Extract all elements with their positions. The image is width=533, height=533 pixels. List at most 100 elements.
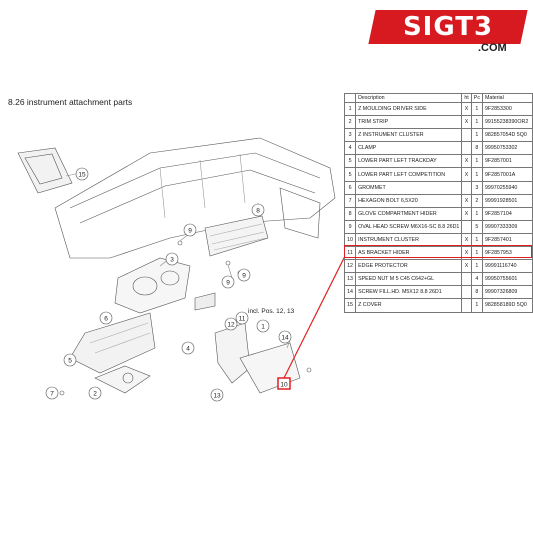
- row-ht: X: [461, 115, 472, 130]
- row-number: 8: [343, 206, 357, 221]
- dashboard-outline: [54, 137, 336, 259]
- row-ht: X: [461, 259, 472, 274]
- row-description: Z MOULDING DRIVER SIDE: [355, 101, 463, 117]
- callout-12: 12: [227, 322, 235, 329]
- row-number: 5: [343, 154, 357, 169]
- row-number: 13: [343, 272, 357, 287]
- row-number: 9: [343, 219, 357, 234]
- row-pc: 1: [470, 246, 483, 261]
- row-ht: [461, 298, 472, 313]
- callout-15: 15: [78, 172, 86, 179]
- callout-9c: 9: [242, 273, 246, 280]
- callout-2: 2: [93, 391, 97, 398]
- row-ht: [461, 141, 472, 156]
- row-ht: [461, 272, 472, 287]
- row-ht: X: [461, 193, 472, 208]
- row-number: 14: [343, 285, 357, 300]
- parts-table: Description ht Pc Material 1 Z MOULDING D…: [343, 93, 533, 313]
- row-description: SPEED NUT M 5 C45 C642+GL: [355, 272, 463, 287]
- row-ht: X: [461, 101, 472, 117]
- row-ht: X: [461, 206, 472, 221]
- header-ht: ht: [461, 93, 472, 103]
- part-2-trim-strip: [94, 365, 151, 394]
- row-pc: 8: [470, 141, 483, 156]
- row-pc: 1: [470, 128, 483, 143]
- row-material: 99991928501: [481, 193, 533, 208]
- row-material: 99155238390OR2: [481, 115, 533, 130]
- row-number: 5: [343, 167, 357, 182]
- row-description: OVAL HEAD SCREW M6X16-SC 8.8 26D1: [355, 219, 463, 234]
- exploded-parts-diagram: 15 9 8 3 9 4 9 6 5 7 2 11 12 13 14 1 inc…: [17, 137, 345, 402]
- row-description: LOWER PART LEFT TRACKDAY: [355, 154, 463, 169]
- row-description: EDGE PROTECTOR: [355, 259, 463, 274]
- row-pc: 3: [470, 180, 483, 195]
- highlighted-row-frame: [344, 245, 532, 258]
- row-material: 99907333309: [481, 219, 533, 234]
- row-ht: [461, 180, 472, 195]
- header-description: Description: [355, 93, 463, 103]
- row-pc: 1: [470, 259, 483, 274]
- row-material: 9F2857001A: [481, 167, 533, 182]
- callout-1: 1: [261, 324, 265, 331]
- row-number: 3: [343, 128, 357, 143]
- row-ht: [461, 285, 472, 300]
- callout-4: 4: [186, 346, 190, 353]
- brand-logo[interactable]: SIGT3: [368, 10, 528, 44]
- callout-10: 10: [280, 382, 288, 389]
- header-no: [343, 93, 357, 103]
- table-header-row: Description ht Pc Material: [343, 93, 533, 103]
- part-3-cluster: [114, 257, 191, 314]
- header-material: Material: [481, 93, 533, 103]
- row-number: 2: [343, 115, 357, 130]
- section-title: 8.26 instrument attachment parts: [8, 97, 133, 107]
- part-1-moulding: [17, 147, 73, 194]
- row-description: GROMMET: [355, 180, 463, 195]
- brand-logo-text: SIGT3: [402, 12, 494, 42]
- row-description: HEXAGON BOLT 6,5X20: [355, 193, 463, 208]
- row-number: 4: [343, 141, 357, 156]
- part-12-edge-protector: [214, 322, 251, 384]
- callout-5: 5: [68, 358, 72, 365]
- row-pc: 1: [470, 167, 483, 182]
- row-material: 99950755601: [481, 272, 533, 287]
- callout-9a: 9: [188, 228, 192, 235]
- row-ht: [461, 128, 472, 143]
- callout-9b: 9: [226, 280, 230, 287]
- callout-14: 14: [281, 335, 289, 342]
- row-pc: 1: [470, 298, 483, 313]
- diagram-note: incl. Pos. 12, 13: [248, 308, 295, 315]
- callout-6: 6: [104, 316, 108, 323]
- row-number: 6: [343, 180, 357, 195]
- row-description: Z INSTRUMENT CLUSTER: [355, 128, 463, 143]
- row-material: 99991116740: [481, 259, 533, 274]
- callout-8: 8: [256, 208, 260, 215]
- row-pc: 1: [470, 101, 483, 117]
- row-pc: 5: [470, 219, 483, 234]
- part-11-bracket-hider: [239, 342, 301, 394]
- row-ht: [461, 219, 472, 234]
- callout-11: 11: [239, 316, 246, 323]
- row-number: 12: [343, 259, 357, 274]
- callout-13: 13: [213, 393, 221, 400]
- row-pc: 4: [470, 272, 483, 287]
- part-5-lower-part: [69, 312, 156, 374]
- row-material: 99907326809: [481, 285, 533, 300]
- row-description: TRIM STRIP: [355, 115, 463, 130]
- row-ht: X: [461, 167, 472, 182]
